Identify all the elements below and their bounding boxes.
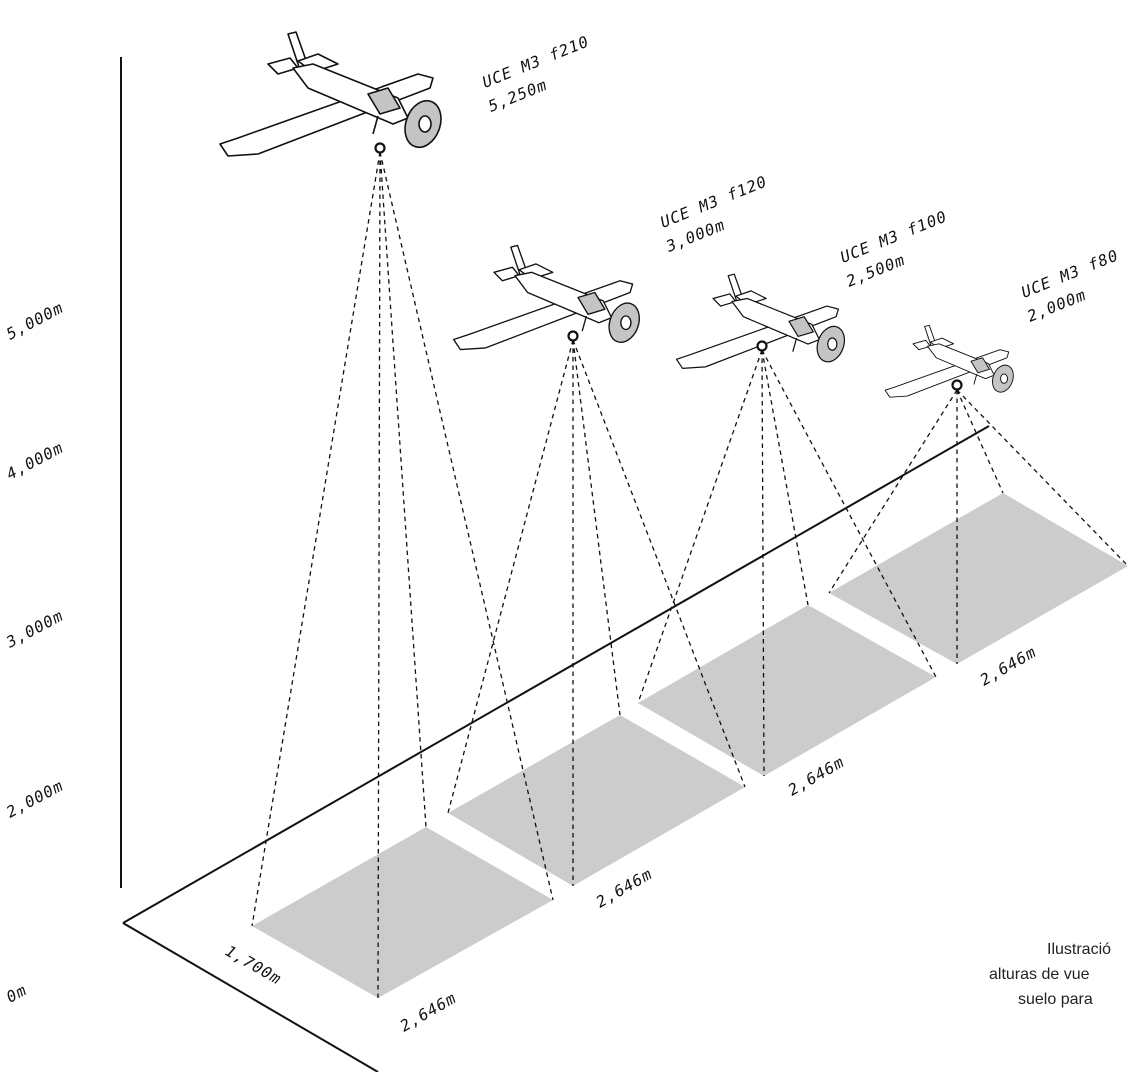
camera-icon: [374, 142, 386, 154]
width-axis-line: [122, 922, 379, 1072]
view-rays-4: [828, 389, 1129, 664]
footprint-length-label: 2,646m: [977, 643, 1040, 690]
camera-icon: [951, 379, 963, 391]
altitude-tick-label: 4,000m: [3, 439, 66, 484]
footprint-length-label: 2,646m: [785, 753, 848, 800]
view-rays-2: [447, 339, 746, 886]
altitude-tick-labels: 0m 2,000m 3,000m 4,000m 5,000m: [3, 299, 67, 1007]
view-rays-3: [637, 349, 937, 777]
caption-line: suelo para: [1018, 991, 1093, 1008]
camera-icon: [756, 340, 768, 352]
footprint-area-1: [252, 827, 553, 998]
footprint-area-4: [829, 493, 1128, 664]
footprint-width-label: 1,700m: [222, 942, 285, 989]
footprint-length-label: 2,646m: [593, 865, 656, 912]
view-rays-1: [251, 151, 554, 999]
footprint-area-2: [448, 715, 745, 886]
caption-line: Ilustració: [1047, 941, 1111, 958]
altitude-tick-label: 2,000m: [3, 777, 66, 822]
airplane-icon: [884, 324, 1018, 398]
altitude-tick-label: 5,000m: [3, 299, 66, 344]
airplane-icon: [453, 244, 646, 351]
altitude-tick-label: 3,000m: [3, 607, 67, 652]
airplane-icon: [219, 31, 448, 157]
ground-axis-line: [122, 425, 990, 924]
footprint-area-3: [638, 605, 936, 776]
caption-line: alturas de vue: [989, 966, 1090, 983]
camera-icon: [567, 330, 579, 342]
footprint-length-label: 2,646m: [397, 989, 460, 1036]
altitude-tick-label: 0m: [3, 981, 30, 1007]
